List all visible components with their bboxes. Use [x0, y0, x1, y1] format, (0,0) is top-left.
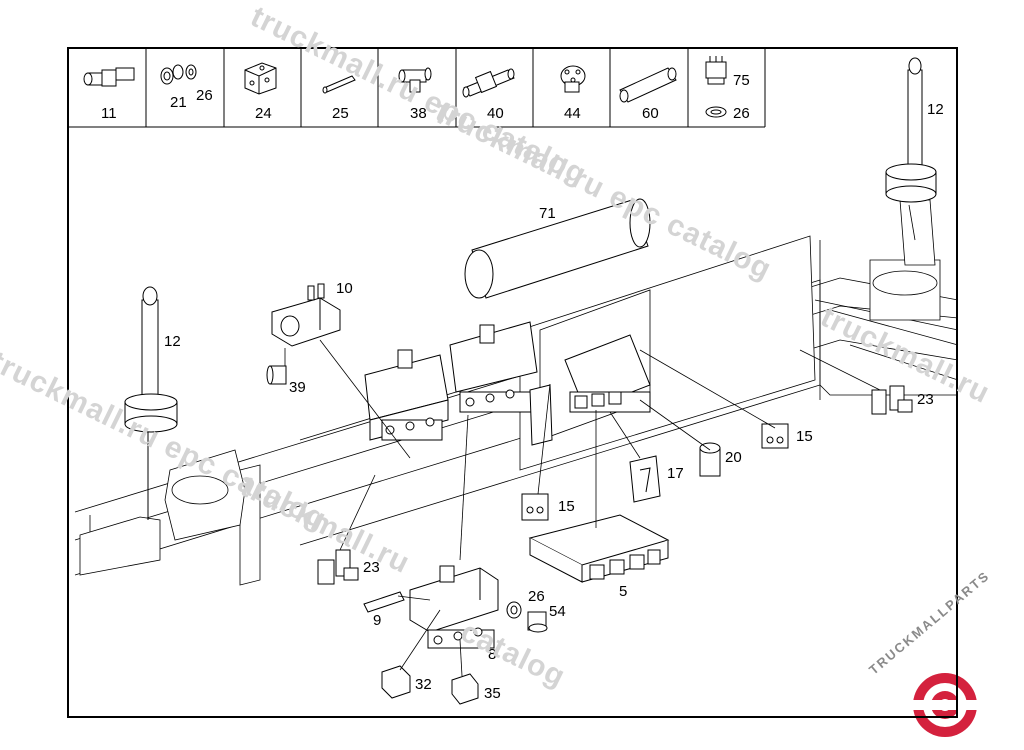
callout-12-left: 12 — [164, 333, 181, 350]
callout-71: 71 — [539, 205, 556, 222]
sensor-15-left — [521, 493, 549, 521]
air-tank-71 — [464, 198, 651, 299]
callout-15-left: 15 — [558, 498, 575, 515]
legend-label-40: 40 — [487, 105, 504, 122]
legend-label-21: 21 — [170, 94, 187, 111]
callout-15-right: 15 — [796, 428, 813, 445]
leader-lines — [284, 204, 916, 677]
chassis-frame — [74, 199, 959, 586]
legend-label-44: 44 — [564, 105, 581, 122]
connector-40-icon — [462, 68, 515, 98]
legend-label-24: 24 — [255, 105, 272, 122]
callout-23-left: 23 — [363, 559, 380, 576]
diagram-frame — [67, 47, 958, 718]
valve-block-left — [364, 349, 449, 441]
legend-label-38: 38 — [410, 105, 427, 122]
callout-12-right: 12 — [927, 101, 944, 118]
valve-block-8 — [409, 565, 499, 649]
valve-block-mid — [449, 321, 538, 413]
callout-5: 5 — [619, 583, 628, 600]
callout-35: 35 — [484, 685, 501, 702]
fitting-11-icon — [83, 67, 135, 87]
callout-8: 8 — [488, 646, 497, 663]
fitting-23-right — [871, 385, 913, 415]
legend-label-60: 60 — [642, 105, 659, 122]
callout-54: 54 — [549, 603, 566, 620]
legend-label-25: 25 — [332, 105, 349, 122]
tee-38-icon — [398, 67, 432, 93]
sleeve-60-icon — [619, 67, 677, 103]
connector-75-icon — [705, 56, 727, 118]
ring-26-plug-54 — [506, 601, 548, 633]
elbow-32 — [381, 665, 411, 699]
legend-label-75: 75 — [733, 72, 750, 89]
left-upright-12 — [124, 286, 178, 520]
right-upright-12 — [885, 57, 937, 203]
callout-39: 39 — [289, 379, 306, 396]
callout-17: 17 — [667, 465, 684, 482]
pin-9 — [363, 591, 405, 613]
fitting-23-left — [317, 549, 359, 585]
plug-44-icon — [560, 65, 586, 93]
ring-21-icon — [160, 64, 197, 85]
callout-32: 32 — [415, 676, 432, 693]
callout-26: 26 — [528, 588, 545, 605]
legend-label-26: 26 — [196, 87, 213, 104]
switch-20 — [699, 442, 721, 477]
callout-20: 20 — [725, 449, 742, 466]
legend-label-11: 11 — [101, 105, 117, 122]
fitting-39 — [266, 365, 287, 385]
module-5 — [528, 514, 670, 583]
block-24-icon — [244, 62, 277, 95]
elbow-35 — [451, 673, 479, 705]
pin-25-icon — [322, 75, 356, 94]
ecu-cluster — [529, 334, 651, 446]
legend-icons — [83, 56, 727, 118]
callout-9: 9 — [373, 612, 382, 629]
callout-23-right: 23 — [917, 391, 934, 408]
callout-10: 10 — [336, 280, 353, 297]
legend-label-26b: 26 — [733, 105, 750, 122]
solenoid-10 — [271, 283, 341, 347]
relay-17 — [629, 455, 661, 503]
legend-grid — [69, 47, 766, 128]
